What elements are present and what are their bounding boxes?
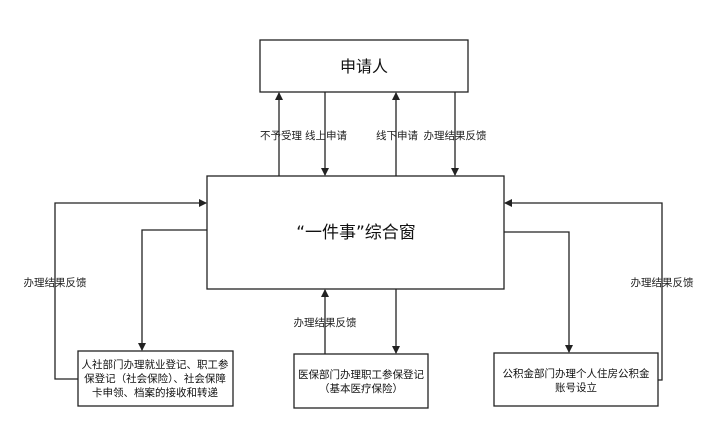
applicant-box	[259, 39, 469, 93]
online-application-label: 线上申请	[305, 129, 347, 142]
integrated-window-box	[206, 175, 505, 290]
top-result-feedback-label: 办理结果反馈	[424, 129, 487, 142]
right-result-feedback-label: 办理结果反馈	[631, 276, 694, 289]
social-security-line-2: 保登记（社会保险）、社会保障	[84, 372, 226, 385]
integrated-window-label: “一件事”综合窗	[296, 223, 416, 243]
social-security-department-box	[77, 350, 234, 407]
left-feedback-arrow	[54, 199, 207, 380]
social-security-line-1: 人社部门办理就业登记、职工参	[82, 358, 229, 371]
reject-label: 不予受理	[260, 130, 302, 142]
medical-insurance-line-2: （基本医疗保险）	[319, 382, 403, 395]
medical-insurance-department-box	[293, 353, 429, 409]
housing-fund-line-2: 账号设立	[555, 381, 597, 394]
middle-result-feedback-label: 办理结果反馈	[294, 316, 357, 329]
social-security-line-3: 卡申领、档案的接收和转递	[92, 386, 218, 399]
left-result-feedback-label: 办理结果反馈	[24, 276, 87, 289]
left-dispatch-arrow	[138, 229, 207, 351]
housing-fund-line-1: 公积金部门办理个人住房公积金	[503, 367, 650, 380]
right-dispatch-arrow	[504, 231, 573, 353]
offline-application-label: 线下申请	[376, 129, 418, 142]
right-feedback-arrow	[504, 199, 663, 381]
applicant-label: 申请人	[340, 57, 388, 76]
medical-insurance-line-1: 医保部门办理职工参保登记	[298, 368, 424, 381]
